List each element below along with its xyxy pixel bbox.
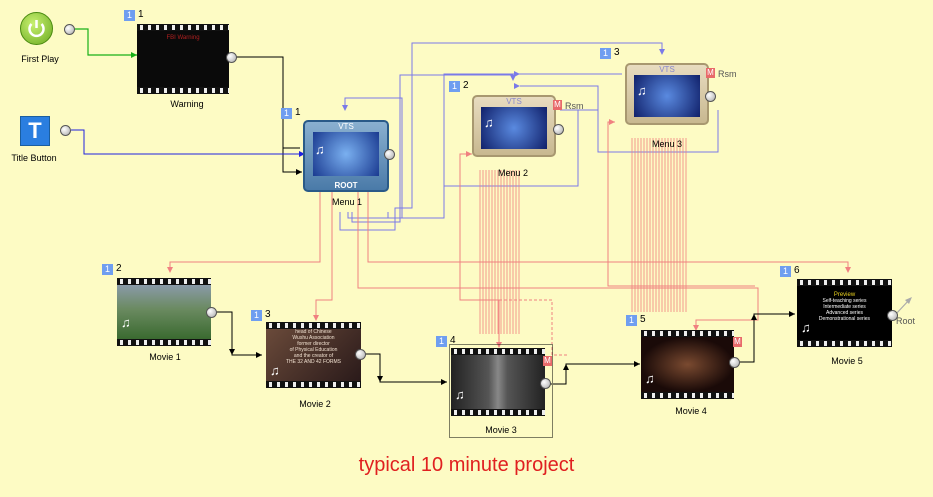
movie4-number: 5 <box>640 314 646 325</box>
menu3-label: Menu 3 <box>651 139 683 149</box>
root-menu-label: Menu 1 <box>331 197 363 207</box>
movie3-badge: 1 <box>436 336 447 347</box>
movie5-root: Root <box>896 316 916 326</box>
project-caption: typical 10 minute project <box>358 454 575 476</box>
first-play-port[interactable] <box>64 24 75 35</box>
movie1-node[interactable]: ♫ <box>117 278 211 346</box>
movie5-label: Movie 5 <box>831 356 863 366</box>
music-note-icon: ♫ <box>455 387 465 402</box>
movie2-port[interactable] <box>355 349 366 360</box>
movie5-line-0: Self-teaching series <box>822 298 867 304</box>
root-menu-port[interactable] <box>384 149 395 160</box>
menu2-label: Menu 2 <box>497 168 529 178</box>
movie5-badge: 1 <box>780 266 791 277</box>
menu2-top: VTS <box>506 97 522 106</box>
title-button-label: Title Button <box>11 153 57 163</box>
music-note-icon: ♫ <box>484 115 494 130</box>
music-note-icon: ♫ <box>315 142 325 157</box>
movie5-preview: Preview <box>833 292 856 298</box>
music-note-icon: ♫ <box>121 315 131 330</box>
warning-number: 1 <box>138 9 144 20</box>
movie3-number: 4 <box>450 335 456 346</box>
first-play-node[interactable] <box>20 12 65 72</box>
movie4-badge: 1 <box>626 315 637 326</box>
warning-port[interactable] <box>226 52 237 63</box>
movie4-label: Movie 4 <box>675 406 707 416</box>
movie5-line-3: Demonstrational series <box>818 316 871 322</box>
music-note-icon: ♫ <box>801 320 811 335</box>
music-note-icon: ♫ <box>637 83 647 98</box>
menu3-rsm: Rsm <box>718 69 737 79</box>
first-play-label: First Play <box>21 54 59 64</box>
movie4-node[interactable]: ♫ <box>641 330 734 399</box>
title-button-node[interactable]: T <box>20 116 50 146</box>
movie2-line-2: former director <box>297 341 330 347</box>
title-t-icon: T <box>28 118 42 143</box>
movie3-m-marker: M <box>543 356 552 366</box>
warning-screen-title: FBI Warning <box>166 35 200 41</box>
root-menu-top: VTS <box>338 122 354 131</box>
movie2-line-3: of Physical Education <box>289 347 338 353</box>
menu3-number: 3 <box>614 47 620 58</box>
movie1-badge: 1 <box>102 264 113 275</box>
menu2-port[interactable] <box>553 124 564 135</box>
root-menu-bottom: ROOT <box>334 181 358 190</box>
movie2-line-5: THE 32 AND 42 FORMS <box>285 359 341 365</box>
movie1-number: 2 <box>116 263 122 274</box>
movie2-node[interactable]: head of Chinese Wushu Association former… <box>266 322 361 388</box>
movie2-line-0: head of Chinese <box>295 329 332 335</box>
movie3-port[interactable] <box>540 378 551 389</box>
root-menu-node[interactable]: VTS ♫ ROOT <box>303 120 389 192</box>
movie4-m-marker: M <box>733 337 742 347</box>
movie5-number: 6 <box>794 265 800 276</box>
menu3-node[interactable]: VTS ♫ <box>625 63 709 125</box>
menu2-rsm: Rsm <box>565 101 584 111</box>
menu2-number: 2 <box>463 80 469 91</box>
title-button-port[interactable] <box>60 125 71 136</box>
movie2-line-4: and the creator of <box>293 353 334 359</box>
menu2-badge: 1 <box>449 81 460 92</box>
movie2-number: 3 <box>265 309 271 320</box>
movie4-port[interactable] <box>729 357 740 368</box>
movie5-line-1: Intermediate series <box>823 304 866 310</box>
movie1-port[interactable] <box>206 307 217 318</box>
menu3-top: VTS <box>659 65 675 74</box>
music-note-icon: ♫ <box>270 363 280 378</box>
root-badge: 1 <box>281 108 292 119</box>
movie3-node[interactable]: ♫ <box>451 348 545 416</box>
warning-node[interactable]: FBI Warning <box>137 24 229 94</box>
movie2-badge: 1 <box>251 310 262 321</box>
menu3-badge: 1 <box>600 48 611 59</box>
movie2-line-1: Wushu Association <box>292 335 335 341</box>
movie5-line-2: Advanced series <box>826 310 863 316</box>
movie5-port[interactable] <box>887 310 898 321</box>
menu2-node[interactable]: VTS ♫ <box>472 95 556 157</box>
power-icon <box>20 12 53 45</box>
movie3-label: Movie 3 <box>485 425 517 435</box>
menu3-port[interactable] <box>705 91 716 102</box>
menu2-m-marker: M <box>553 100 562 110</box>
music-note-icon: ♫ <box>645 371 655 386</box>
root-number: 1 <box>295 107 301 118</box>
movie1-label: Movie 1 <box>149 352 181 362</box>
warning-label: Warning <box>170 99 204 109</box>
menu3-m-marker: M <box>706 68 715 78</box>
movie2-label: Movie 2 <box>299 399 331 409</box>
warning-badge: 1 <box>124 10 135 21</box>
movie5-node[interactable]: Preview Self-teaching series Intermediat… <box>797 279 892 347</box>
